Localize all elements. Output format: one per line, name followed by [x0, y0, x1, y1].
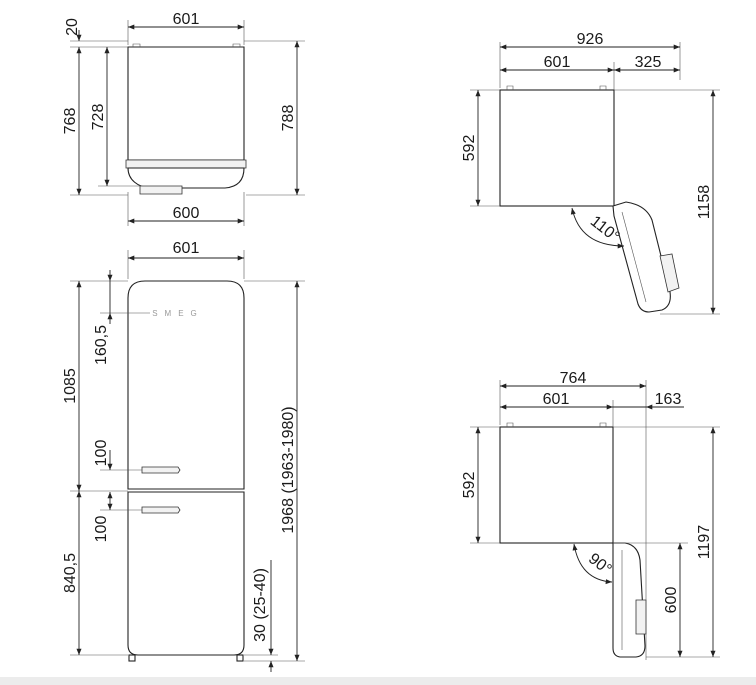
- front-upper-handle: [141, 466, 181, 474]
- front-freezer-door: [127, 491, 245, 656]
- top-view: 601 20 768 728 788 600: [62, 11, 305, 226]
- side90-handle: [635, 599, 647, 635]
- front-view: SMEG 601 1085 160,5 100 100 840,5: [62, 240, 305, 672]
- side110-handle: [659, 253, 680, 293]
- top-depth-body-label: 728: [90, 104, 107, 131]
- side90-body: [499, 426, 614, 544]
- side110-height-label: 592: [461, 135, 478, 162]
- side-view-90: 90° 764 601 163 592 600 1197: [461, 370, 720, 660]
- top-view-handle: [139, 185, 183, 195]
- front-left-foot: [128, 654, 136, 662]
- front-total-height-label: 1968 (1963-1980): [280, 406, 297, 533]
- front-logo: SMEG: [152, 309, 204, 318]
- side110-door-height-label: 1158: [696, 185, 713, 220]
- front-freezer-height-label: 840,5: [62, 553, 79, 593]
- side-view-110: 110° 926 601 325 592 1158: [461, 31, 720, 315]
- top-depth-total-label: 788: [280, 105, 297, 132]
- side90-body-width-label: 601: [543, 391, 570, 408]
- top-offset-label: 20: [64, 18, 81, 36]
- side110-body: [499, 89, 615, 207]
- front-fridge-door: [127, 280, 245, 490]
- bottom-strip: [0, 677, 756, 685]
- front-lower-handle: [141, 506, 181, 514]
- front-fridge-height-label: 1085: [62, 368, 79, 404]
- front-logo-offset-label: 160,5: [93, 325, 110, 365]
- front-width-label: 601: [173, 240, 200, 257]
- top-view-door-band: [125, 159, 247, 169]
- front-handle-upper-label: 100: [93, 440, 110, 467]
- top-width-label: 601: [173, 11, 200, 28]
- side90-door-height-label: 1197: [696, 525, 713, 560]
- side110-door-width-label: 325: [635, 54, 662, 71]
- top-base-width-label: 600: [173, 205, 200, 222]
- side110-body-width-label: 601: [544, 54, 571, 71]
- side110-total-width-label: 926: [577, 31, 604, 48]
- front-feet-label: 30 (25-40): [252, 568, 269, 642]
- front-right-foot: [236, 654, 244, 662]
- side90-door-low-label: 600: [663, 587, 680, 614]
- side90-total-width-label: 764: [560, 370, 587, 387]
- side90-door-width-label: 163: [655, 391, 682, 408]
- top-view-door: [127, 167, 245, 189]
- top-depth-label: 768: [62, 108, 79, 135]
- side110-door: [612, 201, 671, 313]
- front-handle-lower-label: 100: [93, 516, 110, 543]
- side90-height-label: 592: [461, 472, 478, 499]
- top-view-body: [127, 46, 245, 161]
